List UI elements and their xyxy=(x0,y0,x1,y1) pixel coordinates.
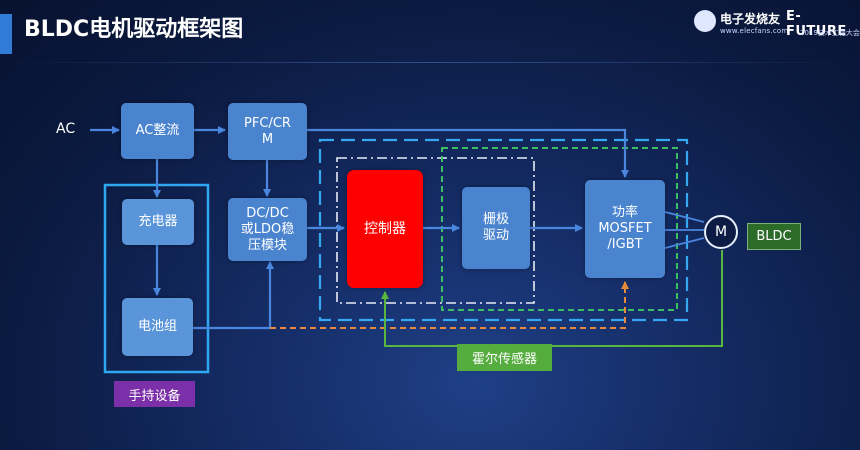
title-underline xyxy=(0,62,860,63)
elecfans-logo-text: 电子发烧友 xyxy=(720,12,781,26)
bldc-label-box: BLDC xyxy=(747,223,801,250)
power-mosfet-label: 功率 MOSFET /IGBT xyxy=(598,205,652,252)
efuture-logo: E-FUTURE 2019技术工程大会 xyxy=(786,8,860,40)
ac-rectifier-block: AC整流 xyxy=(121,103,194,159)
ac-rectifier-label: AC整流 xyxy=(135,123,180,138)
ac-input-label: AC xyxy=(56,121,76,137)
gate-driver-block: 栅极 驱动 xyxy=(462,187,530,269)
controller-label: 控制器 xyxy=(364,221,406,237)
gate-driver-label: 栅极 驱动 xyxy=(482,212,509,243)
phase-line-3 xyxy=(664,237,705,249)
title-accent-bar xyxy=(0,14,12,54)
bldc-label: BLDC xyxy=(756,229,792,244)
charger-label: 充电器 xyxy=(138,214,178,229)
handheld-device-label-box: 手持设备 xyxy=(114,381,195,407)
handheld-device-label: 手持设备 xyxy=(128,388,181,404)
current-feedback-path xyxy=(270,281,629,329)
elecfans-mark-icon xyxy=(694,10,716,32)
efuture-logo-subtitle: 2019技术工程大会 xyxy=(800,29,860,37)
efuture-logo-text: E-FUTURE xyxy=(786,9,847,39)
power-mosfet-block: 功率 MOSFET /IGBT xyxy=(585,180,665,278)
control-section-frame xyxy=(336,157,535,304)
hall-sensor-label: 霍尔传感器 xyxy=(471,352,537,367)
pfc-label: PFC/CR M xyxy=(244,115,291,147)
charger-block: 充电器 xyxy=(122,199,194,245)
pfc-block: PFC/CR M xyxy=(228,103,307,160)
hall-sensor-label-box: 霍尔传感器 xyxy=(457,344,552,371)
battery-pack-block: 电池组 xyxy=(122,298,193,356)
elecfans-logo: 电子发烧友 www.elecfans.com xyxy=(694,8,788,40)
dcdc-ldo-label: DC/DC 或LDO稳 压模块 xyxy=(240,205,295,253)
arrow-battery-to-dcdc xyxy=(193,261,274,330)
motor-label: M xyxy=(714,224,728,240)
phase-line-1 xyxy=(664,211,705,223)
elecfans-logo-url: www.elecfans.com xyxy=(720,27,789,35)
motor-symbol: M xyxy=(704,215,738,249)
battery-pack-label: 电池组 xyxy=(137,319,177,334)
slide-title: BLDC电机驱动框架图 xyxy=(24,17,244,42)
hall-sensor-path xyxy=(381,250,723,347)
arrow-pfc-to-power xyxy=(307,128,629,178)
dcdc-ldo-block: DC/DC 或LDO稳 压模块 xyxy=(228,198,307,261)
controller-block: 控制器 xyxy=(347,170,423,288)
